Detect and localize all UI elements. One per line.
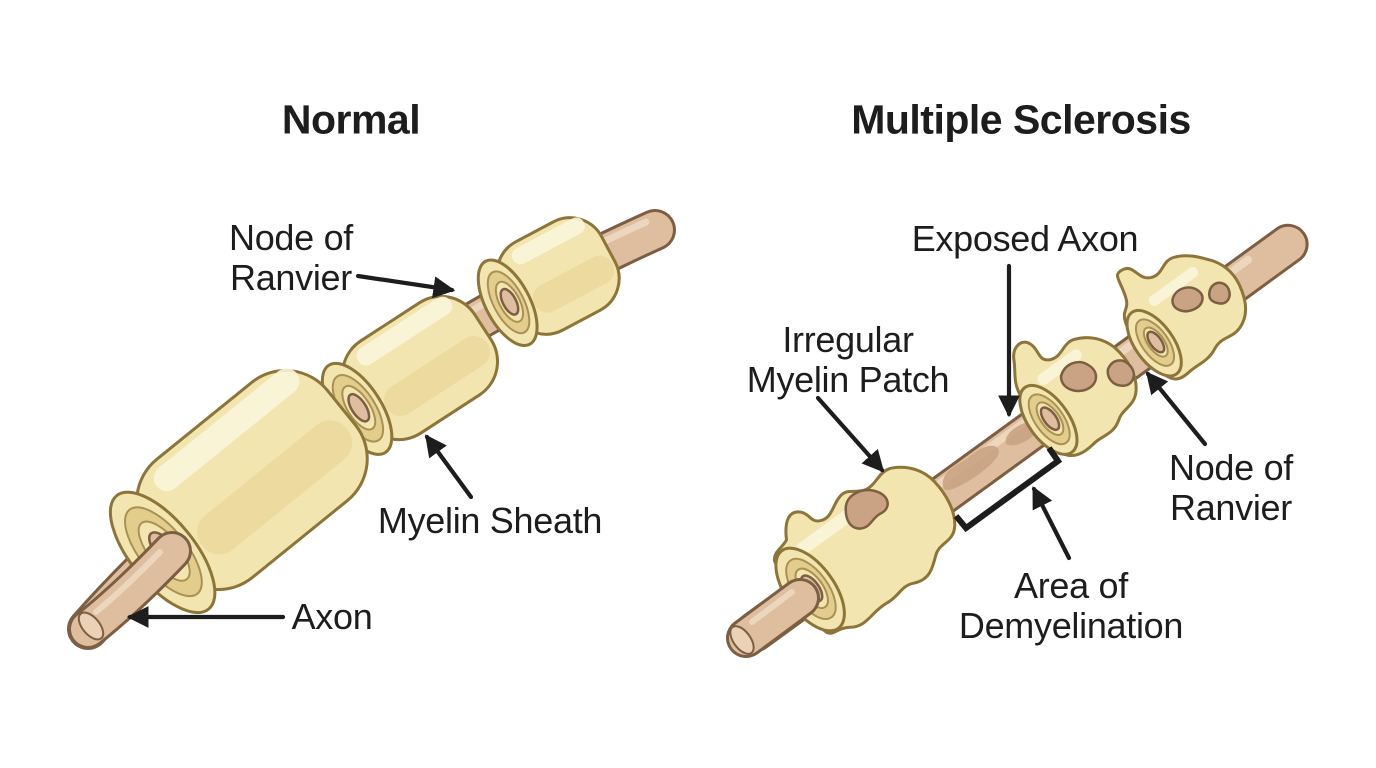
right-panel-title: Multiple Sclerosis — [851, 96, 1191, 143]
irregular-myelin-patch-hole — [844, 488, 889, 530]
axon-highlight — [93, 549, 163, 615]
axon-through-hole — [1039, 406, 1061, 432]
arrow-node-of-ranvier-left — [355, 273, 456, 299]
axon-fill-stroke — [729, 581, 817, 655]
label-node-of-ranvier-right: Node of Ranvier — [1169, 447, 1293, 528]
myelin-highlight — [356, 296, 453, 366]
axon-through-hole — [1146, 330, 1166, 354]
label-axon: Axon — [291, 596, 373, 637]
label-exposed-axon: Exposed Axon — [911, 218, 1139, 259]
arrow-node-of-ranvier-right — [1145, 371, 1208, 447]
myelin-highlight — [796, 508, 856, 555]
myelin-shade — [197, 420, 353, 555]
irregular-myelin-patch-hole — [1208, 281, 1231, 305]
axon-highlight — [749, 589, 795, 625]
irregular-myelin-patch-hole — [1059, 360, 1098, 393]
myelin-highlight — [1037, 349, 1082, 385]
myelin-sheath-segment-3 — [476, 216, 621, 348]
myelin-shade — [384, 336, 491, 416]
axon-through-hole — [347, 392, 371, 423]
label-irregular-myelin-patch: Irregular Myelin Patch — [746, 319, 950, 400]
irregular-myelin-patch-hole — [1171, 286, 1204, 313]
normal-axon-figure — [67, 209, 676, 650]
label-area-of-demyelination: Area of Demyelination — [958, 565, 1184, 646]
damaged-myelin-segment-3 — [1115, 254, 1248, 381]
damaged-myelin-segment-2 — [1012, 336, 1138, 458]
axon-tip-face — [729, 625, 755, 655]
label-myelin-sheath: Myelin Sheath — [377, 500, 603, 541]
axon-front-overlay-normal — [68, 531, 192, 649]
ms-axon-figure — [726, 223, 1309, 658]
left-panel-title: Normal — [281, 96, 421, 143]
axon-through-hole — [499, 287, 520, 316]
arrow-irregular-myelin-patch — [815, 395, 885, 473]
myelin-sheath-segment-2 — [320, 294, 500, 456]
irregular-myelin-patch-hole — [1106, 359, 1135, 388]
axon-tip-face — [77, 611, 105, 641]
demyelinated-axon-patch — [942, 445, 999, 490]
axon-front-overlay-ms — [726, 578, 820, 658]
myelin-shade — [532, 255, 615, 313]
demyelination-bracket — [953, 446, 1063, 533]
myelin-highlight — [511, 217, 585, 265]
label-node-of-ranvier-left: Node of Ranvier — [229, 217, 353, 298]
arrow-area-of-demyelination — [1031, 486, 1072, 561]
myelin-highlight — [1148, 266, 1199, 307]
myelin-highlight — [153, 368, 300, 492]
arrow-myelin-sheath — [424, 434, 474, 500]
